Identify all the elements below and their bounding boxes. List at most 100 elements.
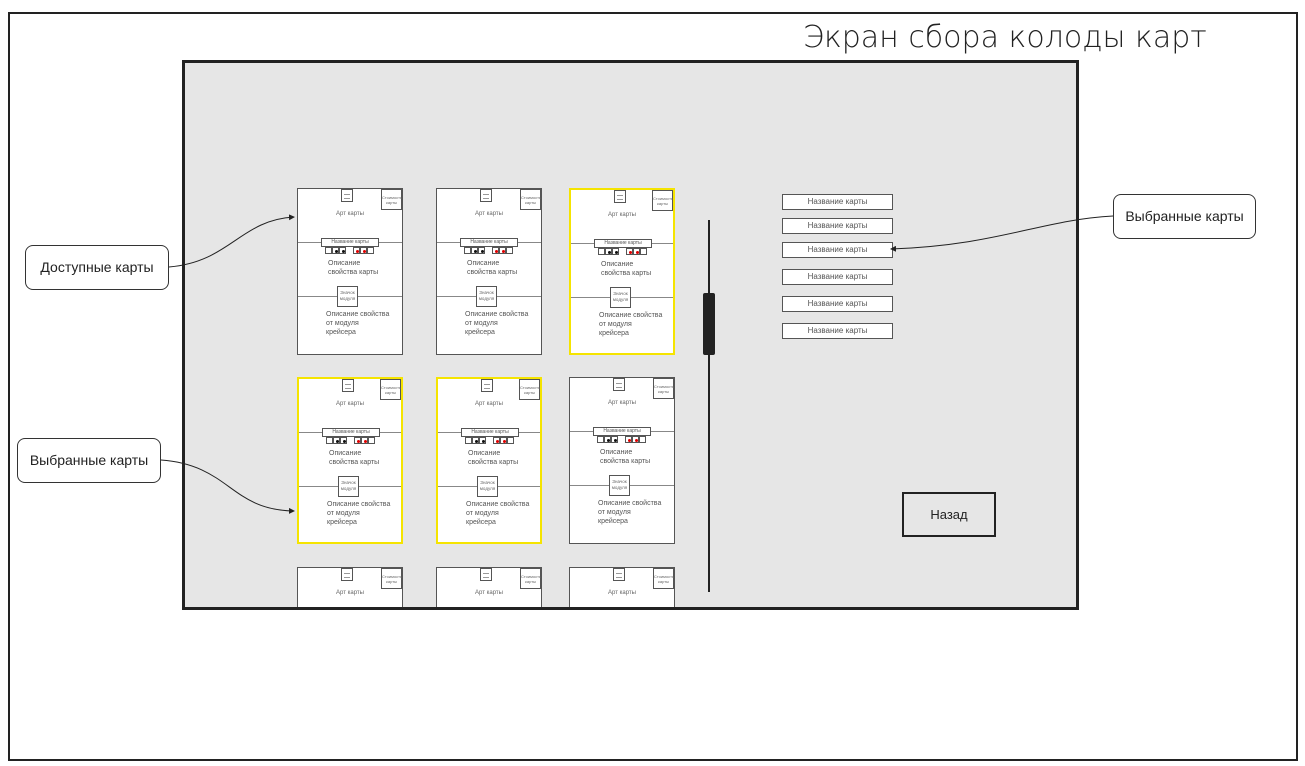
module-description: Описание свойства от модуля крейсера <box>326 311 390 336</box>
selected-card-item[interactable]: Название карты <box>782 194 893 210</box>
callout-selected-cards-left: Выбранные карты <box>17 438 161 483</box>
card-slot <box>340 437 347 444</box>
card-slot <box>326 437 333 444</box>
card-slot <box>325 247 332 254</box>
card-slot <box>492 247 499 254</box>
module-icon: Значок модуля <box>477 476 498 497</box>
card-selected[interactable]: Стоимость карты Арт карты Название карты… <box>436 377 542 544</box>
card-art: Арт карты <box>336 401 364 407</box>
card-slot <box>360 247 367 254</box>
card-description: Описание свойства карты <box>468 450 519 466</box>
selected-card-item[interactable]: Название карты <box>782 296 893 312</box>
card-slot <box>464 247 471 254</box>
module-icon: Значок модуля <box>610 287 631 308</box>
card-slot <box>478 247 485 254</box>
card-slot <box>611 436 618 443</box>
card-slot <box>367 247 374 254</box>
card-art: Арт карты <box>336 211 364 217</box>
card-level-icon <box>341 189 353 202</box>
card-name: Название карты <box>594 239 652 248</box>
card-selected[interactable]: Стоимость карты Арт карты Название карты… <box>569 188 675 355</box>
card-slot <box>612 248 619 255</box>
card-slot <box>354 437 361 444</box>
card-slot <box>499 247 506 254</box>
card-name: Название карты <box>460 238 518 247</box>
card[interactable]: Стоимость карты Арт карты Название карты… <box>297 188 403 355</box>
card-slot <box>333 437 340 444</box>
card-art: Арт карты <box>336 590 364 596</box>
module-icon: Значок модуля <box>609 475 630 496</box>
module-description: Описание свойства от модуля крейсера <box>598 500 662 525</box>
card-name: Название карты <box>593 427 651 436</box>
card-slot <box>632 436 639 443</box>
card-slot <box>332 247 339 254</box>
card-cost: Стоимость карты <box>381 568 402 589</box>
card-slot <box>507 437 514 444</box>
card-cost: Стоимость карты <box>519 379 540 400</box>
card-slot <box>625 436 632 443</box>
module-description: Описание свойства от модуля крейсера <box>599 312 663 337</box>
card-slot <box>471 247 478 254</box>
card-level-icon <box>613 568 625 581</box>
card-description: Описание свойства карты <box>601 261 652 277</box>
module-description: Описание свойства от модуля крейсера <box>327 501 391 526</box>
module-icon: Значок модуля <box>476 286 497 307</box>
card-slot <box>493 437 500 444</box>
card-name: Название карты <box>322 428 380 437</box>
card[interactable]: Стоимость карты Арт карты <box>297 567 403 607</box>
card[interactable]: Стоимость карты Арт карты Название карты… <box>436 188 542 355</box>
card-slot <box>633 248 640 255</box>
card-slot <box>506 247 513 254</box>
selected-card-item[interactable]: Название карты <box>782 269 893 285</box>
card-description: Описание свойства карты <box>328 260 379 276</box>
module-icon: Значок модуля <box>338 476 359 497</box>
card-selected[interactable]: Стоимость карты Арт карты Название карты… <box>297 377 403 544</box>
card[interactable]: Стоимость карты Арт карты <box>569 567 675 607</box>
selected-card-item[interactable]: Название карты <box>782 323 893 339</box>
card-slot <box>640 248 647 255</box>
card-slot <box>465 437 472 444</box>
module-description: Описание свойства от модуля крейсера <box>466 501 530 526</box>
card-level-icon <box>613 378 625 391</box>
selected-card-item[interactable]: Название карты <box>782 242 893 258</box>
card-art: Арт карты <box>608 212 636 218</box>
module-icon: Значок модуля <box>337 286 358 307</box>
deck-builder-screen: Стоимость карты Арт карты Название карты… <box>182 60 1079 610</box>
card-art: Арт карты <box>475 211 503 217</box>
card-level-icon <box>480 568 492 581</box>
card-slot <box>604 436 611 443</box>
screen-border <box>8 12 1298 761</box>
scrollbar[interactable] <box>708 220 710 592</box>
card-level-icon <box>341 568 353 581</box>
scrollbar-thumb[interactable] <box>703 293 715 355</box>
card-level-icon <box>480 189 492 202</box>
card-cost: Стоимость карты <box>381 189 402 210</box>
module-description: Описание свойства от модуля крейсера <box>465 311 529 336</box>
card-level-icon <box>481 379 493 392</box>
card-level-icon <box>342 379 354 392</box>
card-slot <box>368 437 375 444</box>
card-cost: Стоимость карты <box>653 378 674 399</box>
card-cost: Стоимость карты <box>520 189 541 210</box>
selected-card-item[interactable]: Название карты <box>782 218 893 234</box>
card[interactable]: Стоимость карты Арт карты <box>436 567 542 607</box>
card-name: Название карты <box>321 238 379 247</box>
card-slot <box>353 247 360 254</box>
callout-available-cards: Доступные карты <box>25 245 169 290</box>
card-slot <box>605 248 612 255</box>
card-cost: Стоимость карты <box>380 379 401 400</box>
card-slot <box>500 437 507 444</box>
card-cost: Стоимость карты <box>652 190 673 211</box>
card-art: Арт карты <box>475 590 503 596</box>
card-level-icon <box>614 190 626 203</box>
callout-selected-cards-right: Выбранные карты <box>1113 194 1256 239</box>
card-cost: Стоимость карты <box>653 568 674 589</box>
card-art: Арт карты <box>608 590 636 596</box>
card-slot <box>361 437 368 444</box>
card-cost: Стоимость карты <box>520 568 541 589</box>
back-button[interactable]: Назад <box>902 492 996 537</box>
card-description: Описание свойства карты <box>467 260 518 276</box>
card-slot <box>598 248 605 255</box>
card-name: Название карты <box>461 428 519 437</box>
card[interactable]: Стоимость карты Арт карты Название карты… <box>569 377 675 544</box>
